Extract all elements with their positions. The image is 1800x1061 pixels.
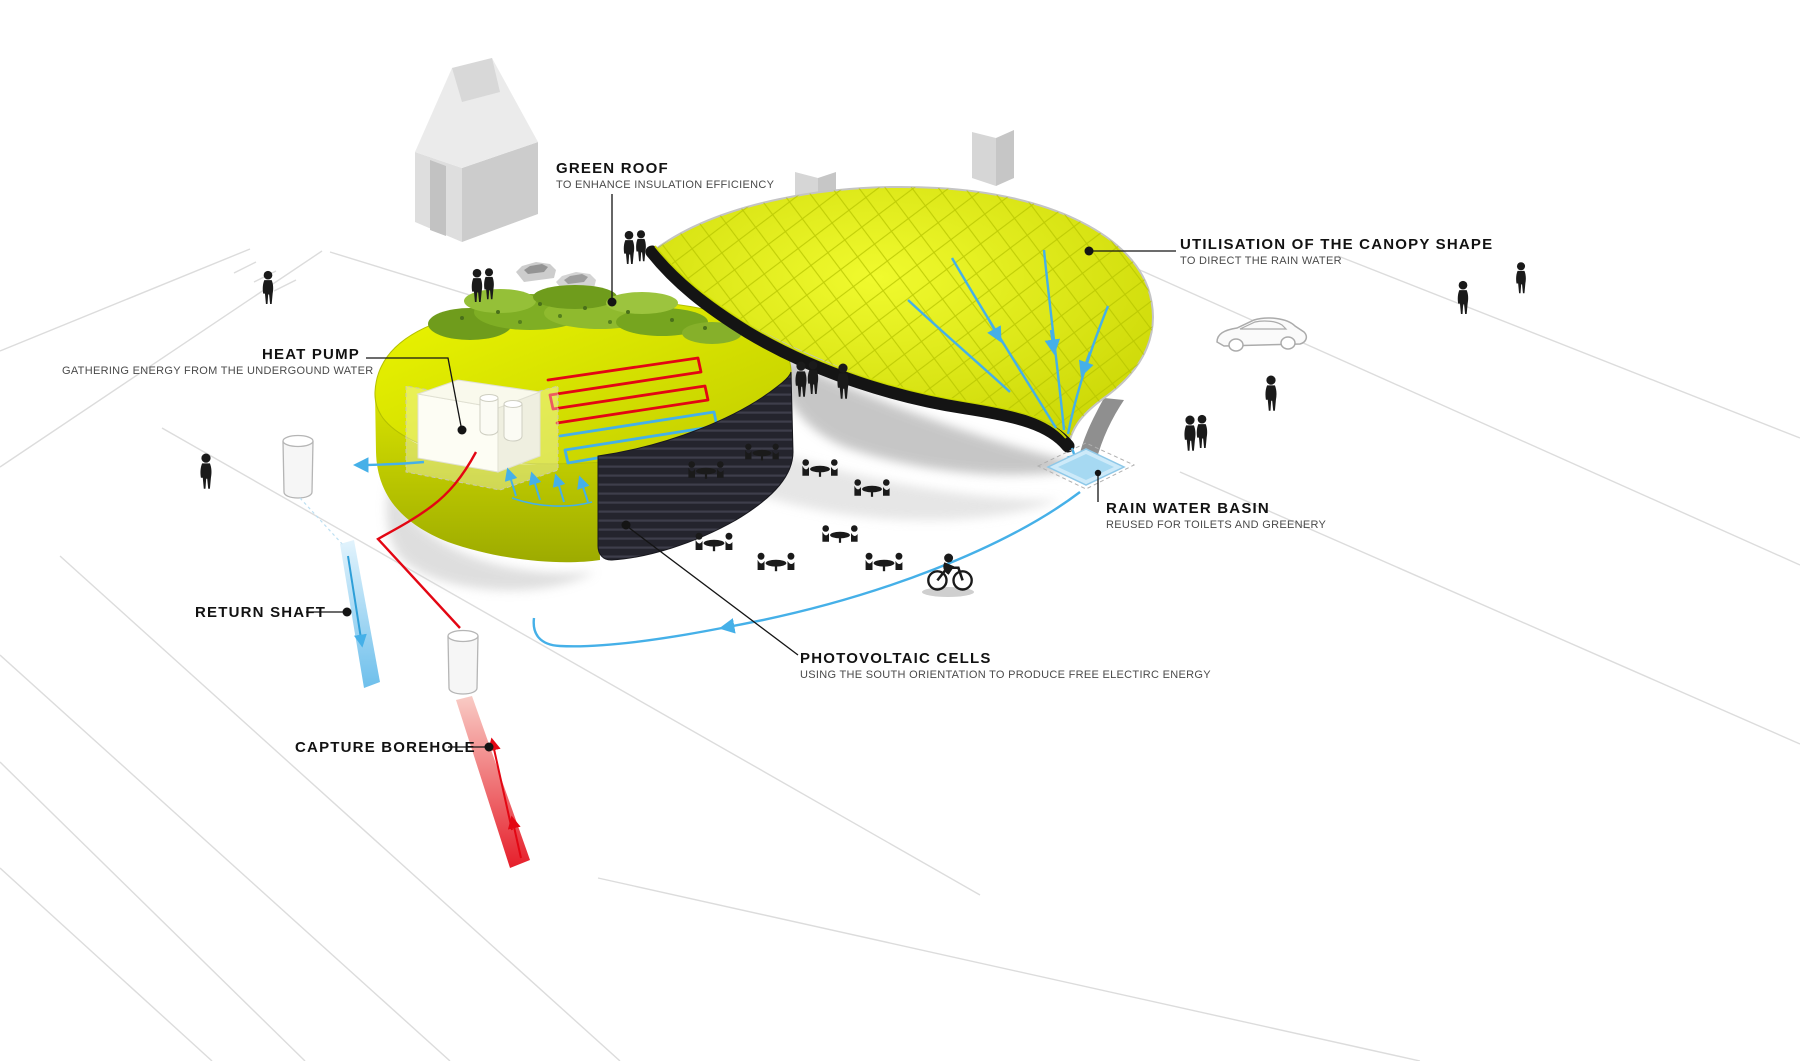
capture-borehole-graphic [447, 629, 530, 868]
pipe-to-return-shaft [352, 457, 425, 473]
roof-coils [546, 356, 721, 465]
annotation-canopy-title: UTILISATION OF THE CANOPY SHAPE [1180, 236, 1494, 253]
coil-red [546, 356, 710, 425]
annotation-green-roof: GREEN ROOF TO ENHANCE INSULATION EFFICIE… [556, 160, 774, 191]
photovoltaic-wall [597, 371, 794, 561]
heat-pump-unit [405, 379, 559, 491]
pipes [352, 451, 1081, 648]
road-lines [0, 248, 1800, 1061]
annotation-photovoltaic-cells: PHOTOVOLTAIC CELLS USING THE SOUTH ORIEN… [800, 650, 1211, 681]
annotation-photovoltaic-cells-title: PHOTOVOLTAIC CELLS [800, 650, 992, 667]
annotation-heat-pump-title: HEAT PUMP [261, 346, 360, 363]
annotation-heat-pump: HEAT PUMP GATHERING ENERGY FROM THE UNDE… [62, 346, 374, 378]
annotation-green-roof-title: GREEN ROOF [556, 160, 669, 177]
annotation-canopy-subtitle: TO DIRECT THE RAIN WATER [1180, 255, 1342, 268]
pipe-from-borehole [376, 451, 478, 629]
car-right [1216, 317, 1308, 352]
return-shaft-graphic [282, 434, 380, 688]
annotation-return-shaft-title: RETURN SHAFT [195, 604, 327, 621]
annotation-return-shaft: RETURN SHAFT [195, 604, 326, 621]
annotation-rain-water-basin-subtitle: REUSED FOR TOILETS AND GREENERY [1106, 519, 1327, 532]
rainwater-flow-lines [907, 249, 1110, 469]
annotation-photovoltaic-cells-subtitle: USING THE SOUTH ORIENTATION TO PRODUCE F… [800, 669, 1211, 682]
annotation-rain-water-basin-title: RAIN WATER BASIN [1106, 500, 1270, 517]
annotation-green-roof-subtitle: TO ENHANCE INSULATION EFFICIENCY [556, 179, 775, 192]
annotation-heat-pump-subtitle: GATHERING ENERGY FROM THE UNDERGOUND WAT… [62, 365, 374, 378]
pipe-rainwater-return [718, 491, 1081, 634]
leader-lines [306, 194, 1176, 752]
annotation-canopy: UTILISATION OF THE CANOPY SHAPE TO DIREC… [1180, 236, 1493, 267]
canopy-edge-band [645, 245, 1075, 453]
main-building [374, 285, 794, 563]
annotation-capture-borehole-title: CAPTURE BOREHOLE [295, 739, 476, 756]
cyclist [927, 552, 973, 591]
rain-water-basin-graphic [1036, 442, 1136, 490]
building-body [375, 392, 600, 563]
green-roof-vegetation [428, 285, 742, 344]
coil-blue [558, 410, 721, 465]
annotation-rain-water-basin: RAIN WATER BASIN REUSED FOR TOILETS AND … [1106, 500, 1326, 531]
annotation-capture-borehole: CAPTURE BOREHOLE [295, 739, 476, 756]
